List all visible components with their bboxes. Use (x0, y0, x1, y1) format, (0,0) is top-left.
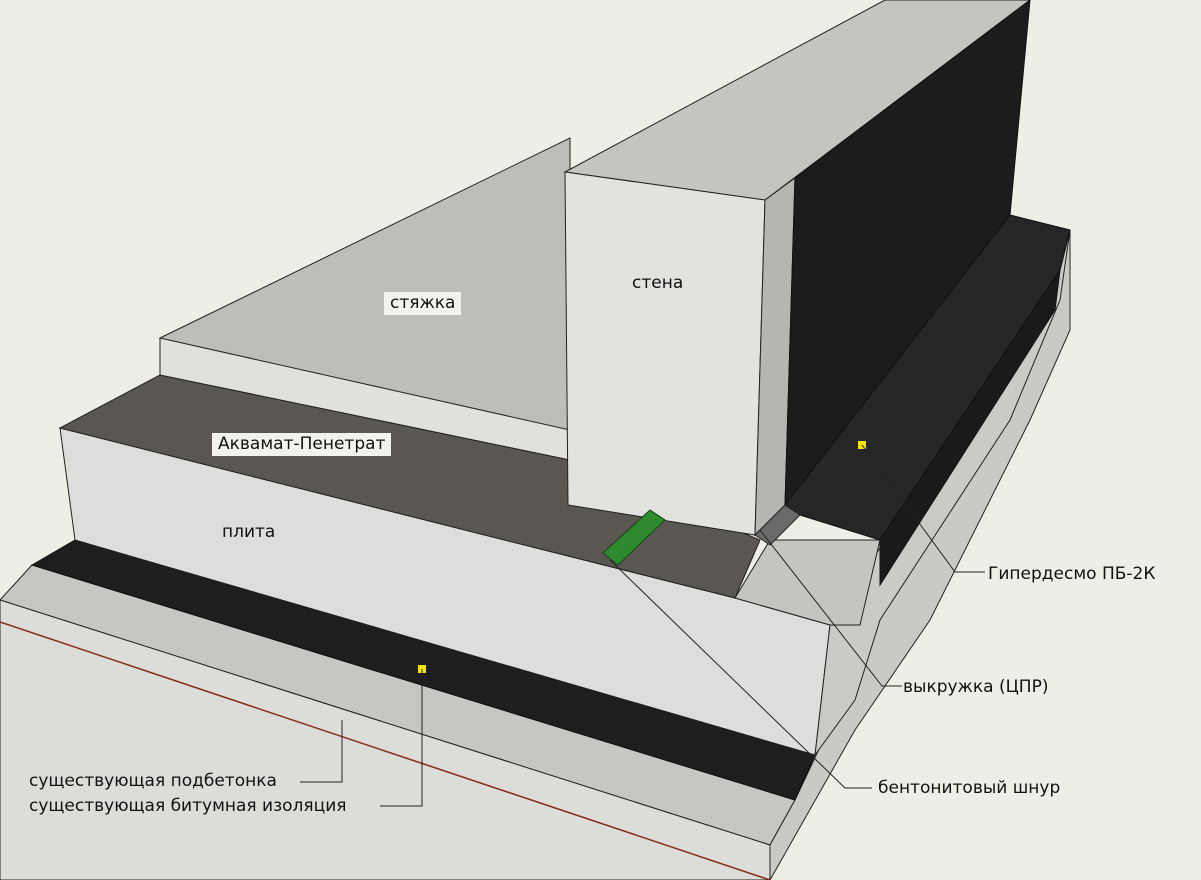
existing-subconcrete-label: существующая подбетонка (29, 771, 277, 791)
wall-front (564, 171, 766, 536)
membrane-label: Гипердесмо ПБ-2К (988, 564, 1156, 584)
fillet-block (734, 539, 881, 626)
wall-label: стена (632, 273, 684, 293)
slab-label: плита (222, 522, 276, 542)
ground-line (0, 621, 771, 880)
screed-label: стяжка (384, 292, 462, 315)
leader-membrane (861, 444, 985, 573)
leader-subconcrete (300, 720, 343, 783)
bentonite-cord (602, 509, 666, 566)
leader-bitumen (380, 669, 423, 807)
leader-fillet (759, 529, 902, 687)
bentonite-cord-label: бентонитовый шнур (878, 778, 1061, 798)
leader-cord (609, 559, 872, 789)
existing-subconcrete-front (0, 599, 771, 880)
fillet-label: выкружка (ЦПР) (903, 677, 1049, 697)
fillet-strip (754, 504, 801, 546)
existing-bitumen-label: существующая битумная изоляция (29, 796, 347, 816)
coating-label: Аквамат-Пенетрат (212, 433, 392, 456)
membrane-front (879, 269, 1061, 587)
